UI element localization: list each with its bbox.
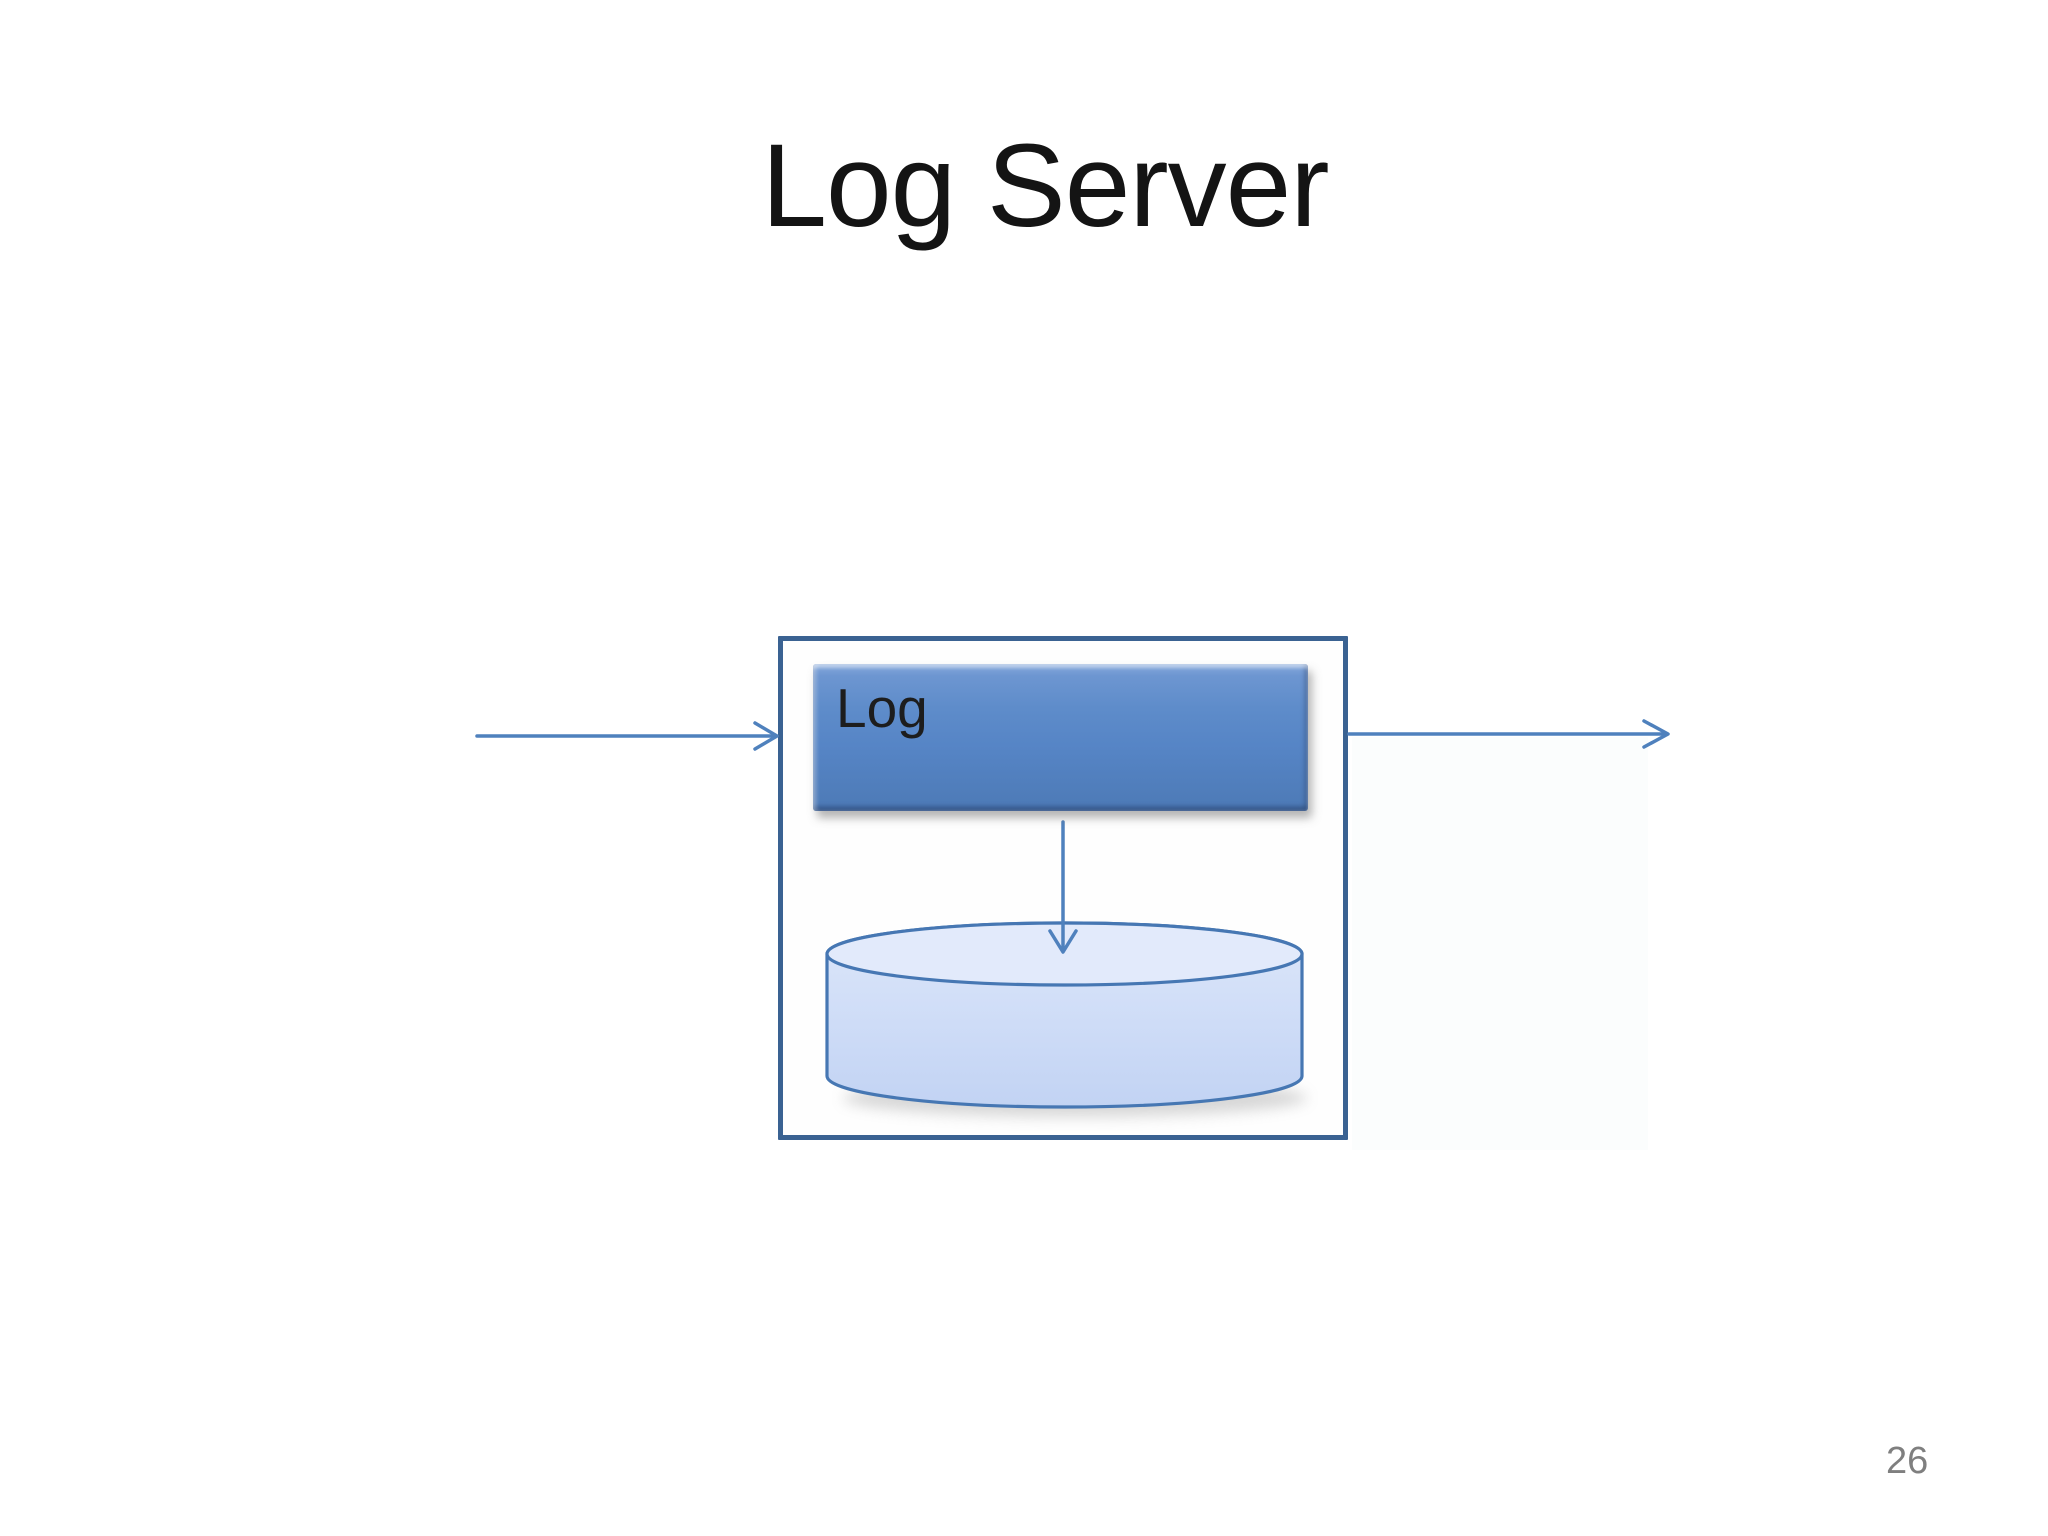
log-process-label: Log — [836, 677, 928, 739]
slide-title: Log Server — [761, 120, 1329, 252]
page-number: 26 — [1886, 1440, 1929, 1482]
background-artifact — [1352, 737, 1648, 1150]
input-arrow — [475, 721, 779, 751]
log-process-box: Log — [813, 664, 1308, 811]
